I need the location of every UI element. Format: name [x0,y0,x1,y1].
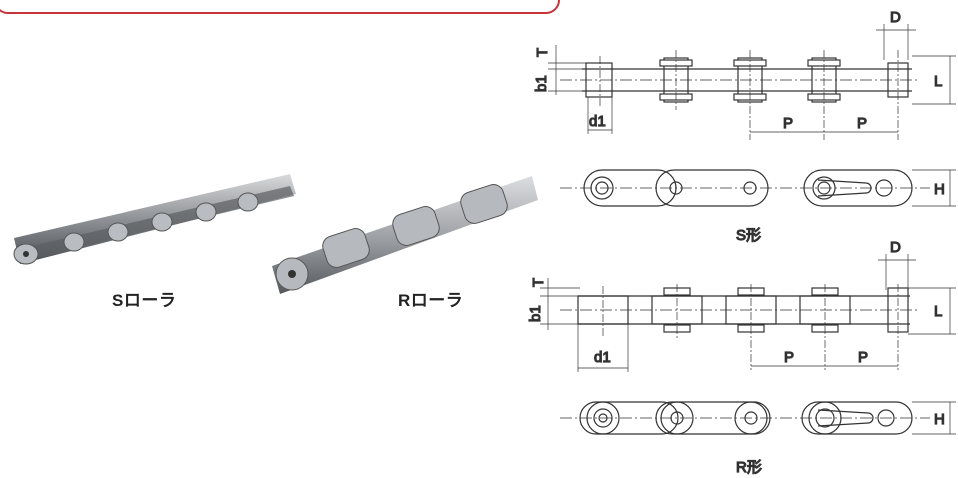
s-type-top-view [548,24,956,140]
r-dim-b1: b1 [527,305,544,322]
r-type-side-view [560,401,956,435]
r-type-top-view [540,254,956,372]
s-type-caption: S形 [736,227,761,244]
r-roller-chain-photo [272,176,538,294]
r-dim-t: T [530,278,547,287]
s-dim-h: H [934,181,945,198]
s-dim-l: L [934,73,942,90]
s-dim-p2: P [857,115,867,132]
r-dim-l: L [934,303,942,320]
s-roller-label: Sローラ [112,291,177,310]
r-roller-label: Rローラ [398,291,464,310]
s-dim-p1: P [783,115,793,132]
s-dim-b1: b1 [533,75,550,92]
r-type-caption: R形 [736,459,762,476]
r-dim-d: D [890,239,901,256]
r-dim-p1: P [784,349,794,366]
s-dim-d1: d1 [589,113,606,130]
s-type-side-view [560,169,956,207]
r-dim-d1: d1 [594,349,611,366]
s-dim-d: D [890,9,901,26]
s-dim-t: T [534,48,551,57]
r-dim-h: H [934,411,945,428]
r-dim-p2: P [858,349,868,366]
s-roller-chain-photo [13,174,296,265]
